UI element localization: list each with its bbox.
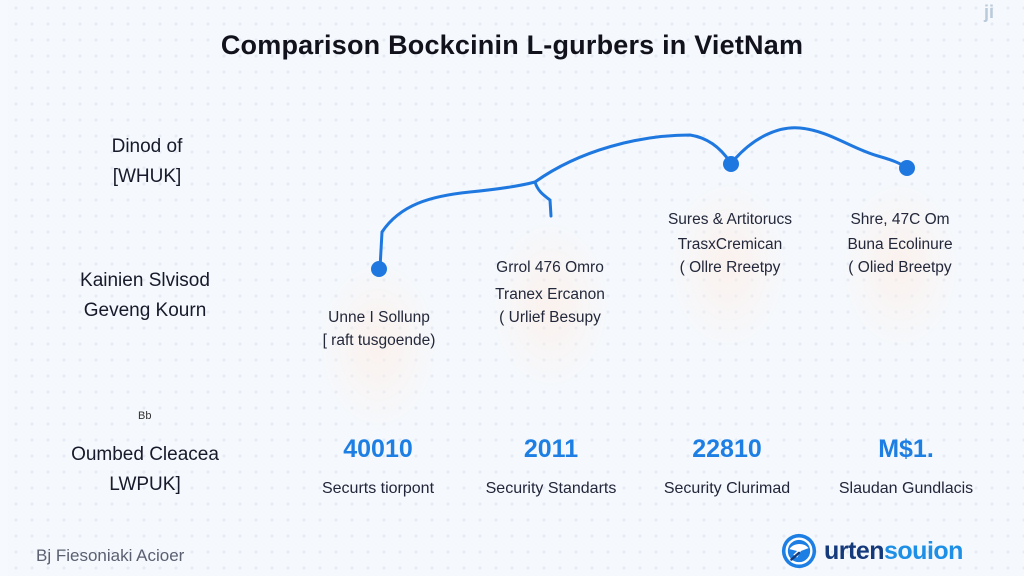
node-3-line3: ( Ollre Rreetpy (679, 259, 781, 276)
node-4-line3: ( Olied Breetpy (848, 259, 952, 276)
node-2-line2: Tranex Ercanon (495, 286, 605, 303)
stat-4-value: M$1. (878, 435, 934, 463)
corner-watermark: ji (983, 2, 994, 22)
node-1-line1: Unne I Sollunp (328, 309, 430, 326)
brand-name: urtensouion (824, 537, 963, 566)
row-label-3-marker: Bb (138, 410, 152, 422)
node-1-text: Unne I Sollunp [ raft tusgoende) (304, 306, 454, 352)
row-label-3-line1: Oumbed Cleacea (71, 444, 219, 465)
timeline-node-4[interactable] (899, 160, 915, 176)
node-3-line1: Sures & Artitorucs (667, 211, 793, 228)
page-title: Comparison Bockcinin L-gurbers in VietNa… (220, 30, 804, 60)
stat-1: 40010 Securts tiorpont (278, 434, 478, 498)
row-label-2: Kainien Slvisod Geveng Kourn (50, 266, 240, 326)
brand-name-part1: urten (824, 536, 885, 565)
node-1-line2: [ raft tusgoende) (322, 332, 436, 349)
node-1-glow (318, 260, 438, 430)
stat-4-label: Slaudan Gundlacis (838, 480, 974, 497)
row-label-2-line2: Geveng Kourn (83, 300, 207, 321)
brand-logo-lockup[interactable]: urtensouion (780, 532, 963, 570)
row-label-3: Oumbed Cleacea LWPUK] (40, 440, 250, 500)
timeline-node-3[interactable] (723, 156, 739, 172)
node-4-glow (840, 180, 960, 350)
brand-logo-icon (781, 533, 817, 569)
node-2-line1: Grrol 476 Omro (496, 259, 604, 276)
stat-1-value: 40010 (343, 435, 413, 463)
node-3-line2: TrasxCremican (677, 236, 783, 253)
stat-3: 22810 Security Clurimad (627, 434, 827, 498)
row-label-1-line1: Dinod of (111, 136, 183, 157)
node-4-line2: Buna Ecolinure (847, 236, 953, 253)
stat-4: M$1. Slaudan Gundlacis (806, 434, 1006, 498)
row-label-1-line2: [WHUK] (112, 166, 182, 187)
row-label-3-line2: LWPUK] (109, 474, 181, 495)
footer-credit: Bj Fiesoniaki Acioer (36, 546, 185, 565)
stat-2-label: Security Standarts (485, 480, 617, 497)
node-2-text: Grrol 476 Omro Tranex Ercanon ( Urlief B… (470, 256, 630, 329)
brand-name-part2: souion (884, 536, 963, 565)
node-4-line1: Shre, 47C Om (850, 211, 950, 228)
timeline-node-1[interactable] (371, 261, 387, 277)
node-2-line3: ( Urlief Besupy (499, 309, 601, 326)
stat-2-value: 2011 (523, 435, 579, 463)
stat-2: 2011 Security Standarts (451, 434, 651, 498)
stat-3-value: 22810 (692, 435, 762, 463)
row-label-2-line1: Kainien Slvisod (80, 270, 210, 291)
stat-1-label: Securts tiorpont (321, 480, 435, 497)
stat-3-label: Security Clurimad (663, 480, 791, 497)
node-3-text: Sures & Artitorucs TrasxCremican ( Ollre… (648, 208, 812, 279)
node-4-text: Shre, 47C Om Buna Ecolinure ( Olied Bree… (818, 208, 982, 279)
row-label-1: Dinod of [WHUK] (72, 132, 222, 192)
